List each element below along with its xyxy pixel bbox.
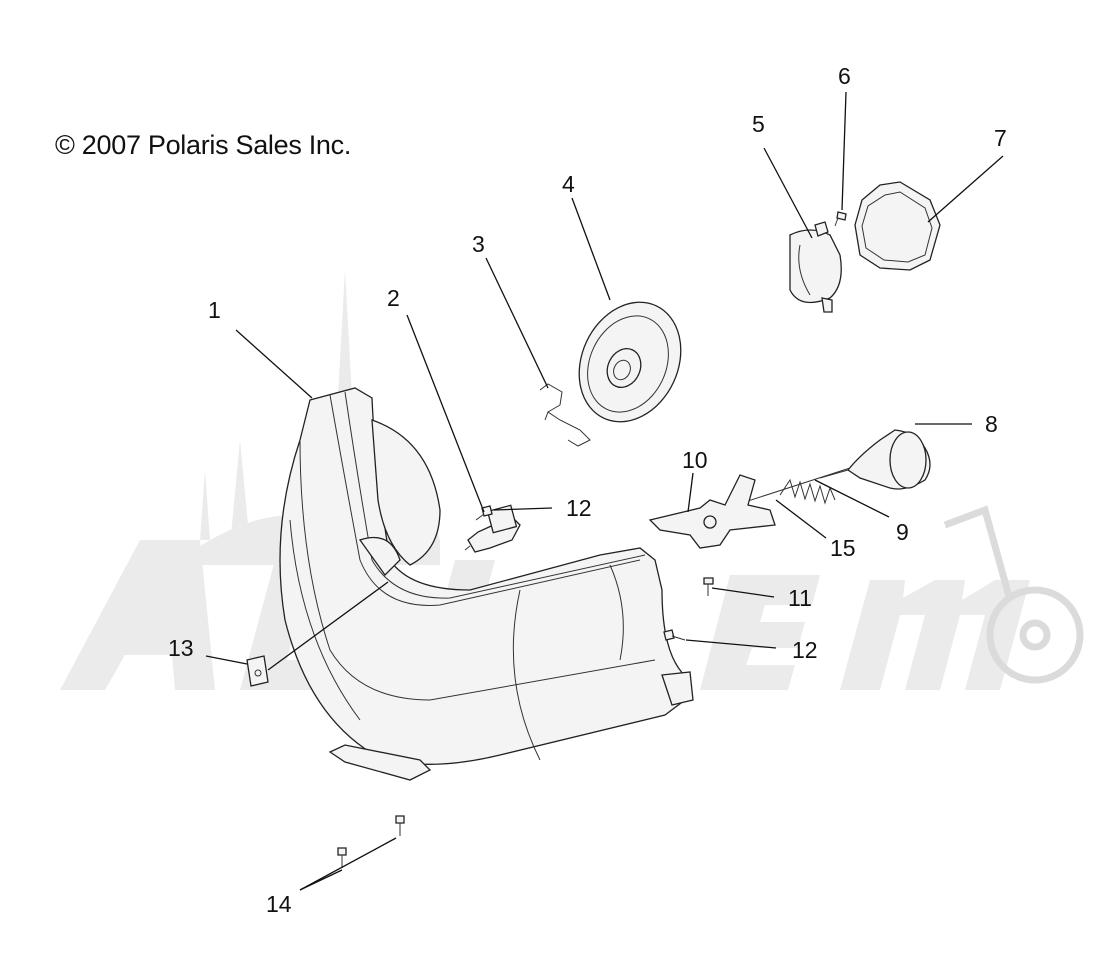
- leader-5: [763, 147, 813, 239]
- callout-14: 14: [266, 891, 292, 917]
- adjuster-knob: [819, 429, 931, 490]
- leader-13b: [267, 581, 389, 671]
- screw-12-upper: [475, 505, 493, 521]
- leader-4: [571, 197, 611, 301]
- callout-13: 13: [168, 635, 194, 661]
- callout-3: 3: [472, 231, 485, 257]
- callout-15: 15: [830, 535, 856, 561]
- callout-7: 7: [994, 125, 1007, 151]
- leader-9: [814, 479, 890, 518]
- callout-labels: 1 2 3 4 5 6 7 8 9 10 11 12 12 13 14 15: [168, 63, 1007, 917]
- callout-12-lower: 12: [792, 637, 818, 663]
- callout-11: 11: [788, 585, 812, 611]
- lamp-gasket: [854, 181, 941, 271]
- leader-12a: [493, 507, 553, 511]
- clip-nut: [246, 655, 269, 687]
- callout-2: 2: [387, 285, 400, 311]
- leader-13: [205, 655, 248, 665]
- leader-1: [235, 329, 313, 399]
- callout-10: 10: [682, 447, 708, 473]
- reflector-cap: [578, 301, 682, 423]
- screw-14-right: [395, 815, 405, 836]
- leader-lines: [205, 91, 1004, 891]
- screw-12-lower: [663, 629, 686, 641]
- callout-4: 4: [562, 171, 575, 197]
- leader-10: [687, 472, 694, 513]
- callout-6: 6: [838, 63, 851, 89]
- leader-14b: [299, 837, 397, 891]
- screw-14-left: [337, 847, 347, 868]
- leader-7: [927, 155, 1004, 223]
- retaining-clip: [539, 383, 591, 447]
- callout-8: 8: [985, 411, 998, 437]
- copyright-notice: © 2007 Polaris Sales Inc.: [55, 130, 352, 160]
- callout-12-upper: 12: [566, 495, 592, 521]
- leader-12b: [685, 639, 777, 649]
- leader-15: [775, 499, 827, 539]
- headlight-housing: [279, 387, 694, 781]
- leader-2: [406, 314, 485, 513]
- leader-11: [711, 587, 775, 598]
- callout-1: 1: [208, 297, 221, 323]
- callout-5: 5: [752, 111, 765, 137]
- adjuster-bracket: [648, 474, 776, 549]
- small-lamp: [789, 221, 842, 313]
- screw-11: [703, 577, 714, 596]
- leader-6: [841, 91, 847, 211]
- leader-3: [485, 257, 549, 389]
- small-pin: [834, 211, 847, 227]
- callout-9: 9: [896, 519, 909, 545]
- headlight-bulb: [464, 504, 521, 553]
